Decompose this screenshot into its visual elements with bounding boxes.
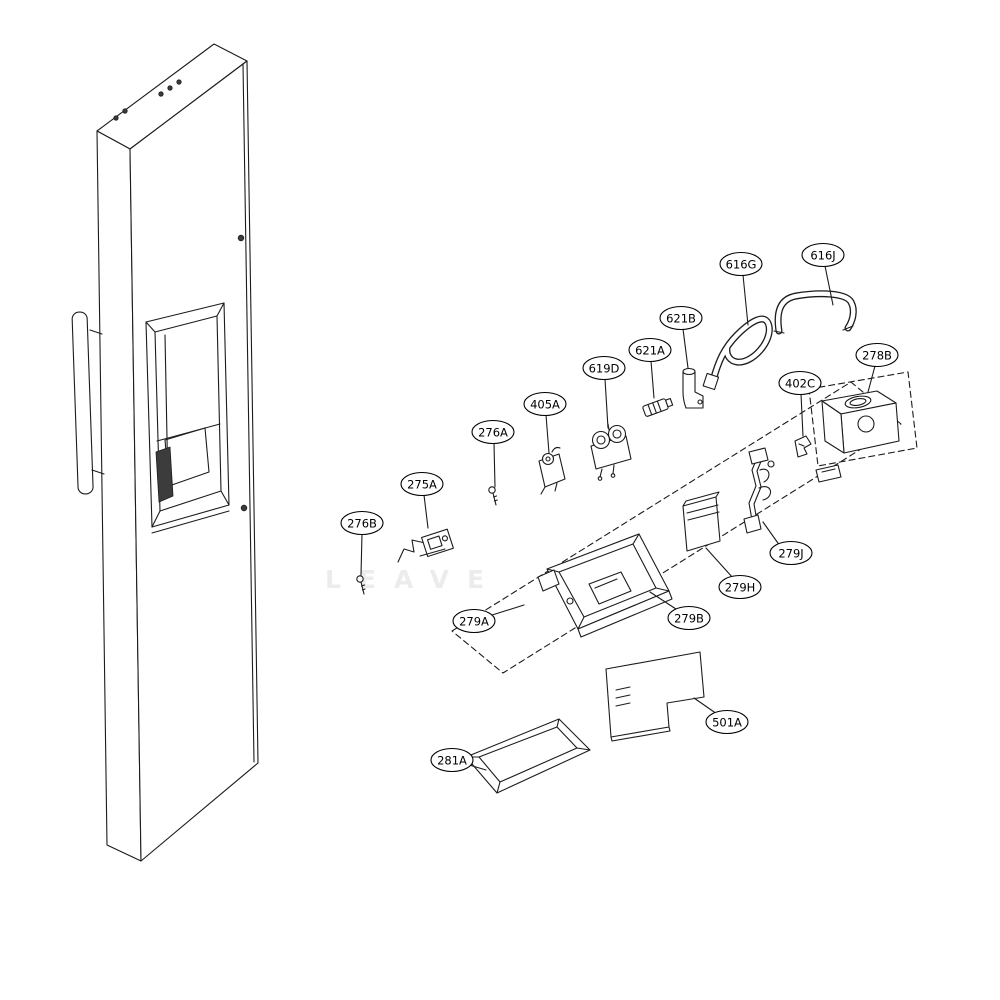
part-621A-tube-connector bbox=[642, 397, 674, 417]
callout-279H: 279H bbox=[705, 547, 762, 600]
callout-label-276B: 276B bbox=[347, 517, 377, 531]
callout-label-619D: 619D bbox=[589, 362, 620, 376]
callout-label-279B: 279B bbox=[674, 612, 704, 626]
callout-501A: 501A bbox=[693, 697, 749, 735]
callout-279A: 279A bbox=[452, 604, 525, 634]
callout-616G: 616G bbox=[719, 251, 763, 326]
callout-279J: 279J bbox=[762, 521, 813, 566]
refrigerator-door bbox=[71, 43, 259, 862]
callout-276A: 276A bbox=[471, 419, 515, 488]
part-619D-water-valve bbox=[590, 423, 632, 481]
callout-label-276A: 276A bbox=[478, 426, 508, 440]
callout-275A: 275A bbox=[400, 471, 444, 529]
door-front-hole-upper bbox=[237, 234, 245, 242]
callout-276B: 276B bbox=[340, 510, 384, 576]
watermark-text: LEAVE bbox=[325, 565, 502, 594]
callout-label-616G: 616G bbox=[726, 258, 757, 272]
door-front-hole-lower bbox=[240, 504, 248, 512]
part-279B-dispenser-frame bbox=[537, 533, 673, 638]
callout-label-402C: 402C bbox=[785, 377, 815, 391]
callouts: 616G 616J 621B 621A 619D 405A bbox=[340, 242, 899, 773]
duct-dashed-outline bbox=[808, 371, 918, 467]
door-handle bbox=[71, 311, 105, 495]
part-278B-duct-housing bbox=[815, 390, 900, 483]
part-616G-water-tube bbox=[702, 315, 773, 391]
callout-label-405A: 405A bbox=[530, 398, 560, 412]
part-281A-grille-tray bbox=[465, 718, 591, 794]
callout-279B: 279B bbox=[649, 591, 711, 631]
door-top-holes bbox=[113, 79, 182, 121]
part-275A-latch-assembly bbox=[397, 528, 454, 563]
callout-619D: 619D bbox=[582, 355, 626, 429]
part-621B-elbow-fitting bbox=[682, 367, 704, 409]
callout-label-616J: 616J bbox=[810, 249, 835, 263]
callout-616J: 616J bbox=[801, 242, 845, 306]
callout-621A: 621A bbox=[628, 337, 672, 399]
part-402C-clip bbox=[794, 435, 812, 458]
callout-label-281A: 281A bbox=[437, 754, 467, 768]
callout-label-279J: 279J bbox=[778, 547, 803, 561]
part-501A-cover-panel bbox=[605, 651, 705, 742]
dispenser-recess bbox=[145, 302, 230, 534]
part-405A-lever-bracket bbox=[538, 446, 566, 495]
callout-label-279H: 279H bbox=[725, 581, 756, 595]
callout-405A: 405A bbox=[523, 391, 567, 454]
part-279H-cover-panel bbox=[682, 491, 721, 552]
assembly-dashed-outline bbox=[451, 381, 902, 674]
part-616J-tube bbox=[773, 290, 857, 335]
callout-label-275A: 275A bbox=[407, 478, 437, 492]
callout-label-278B: 278B bbox=[862, 349, 892, 363]
callout-281A: 281A bbox=[430, 747, 487, 773]
callout-278B: 278B bbox=[855, 342, 899, 393]
callout-label-621A: 621A bbox=[635, 344, 665, 358]
callout-label-621B: 621B bbox=[666, 312, 696, 326]
part-276A-screw bbox=[488, 486, 498, 506]
part-276B-screw bbox=[356, 575, 366, 595]
callout-label-279A: 279A bbox=[459, 615, 489, 629]
callout-621B: 621B bbox=[659, 305, 703, 369]
callout-402C: 402C bbox=[778, 370, 822, 437]
callout-label-501A: 501A bbox=[712, 716, 742, 730]
part-279J-harness-bracket bbox=[743, 447, 775, 534]
